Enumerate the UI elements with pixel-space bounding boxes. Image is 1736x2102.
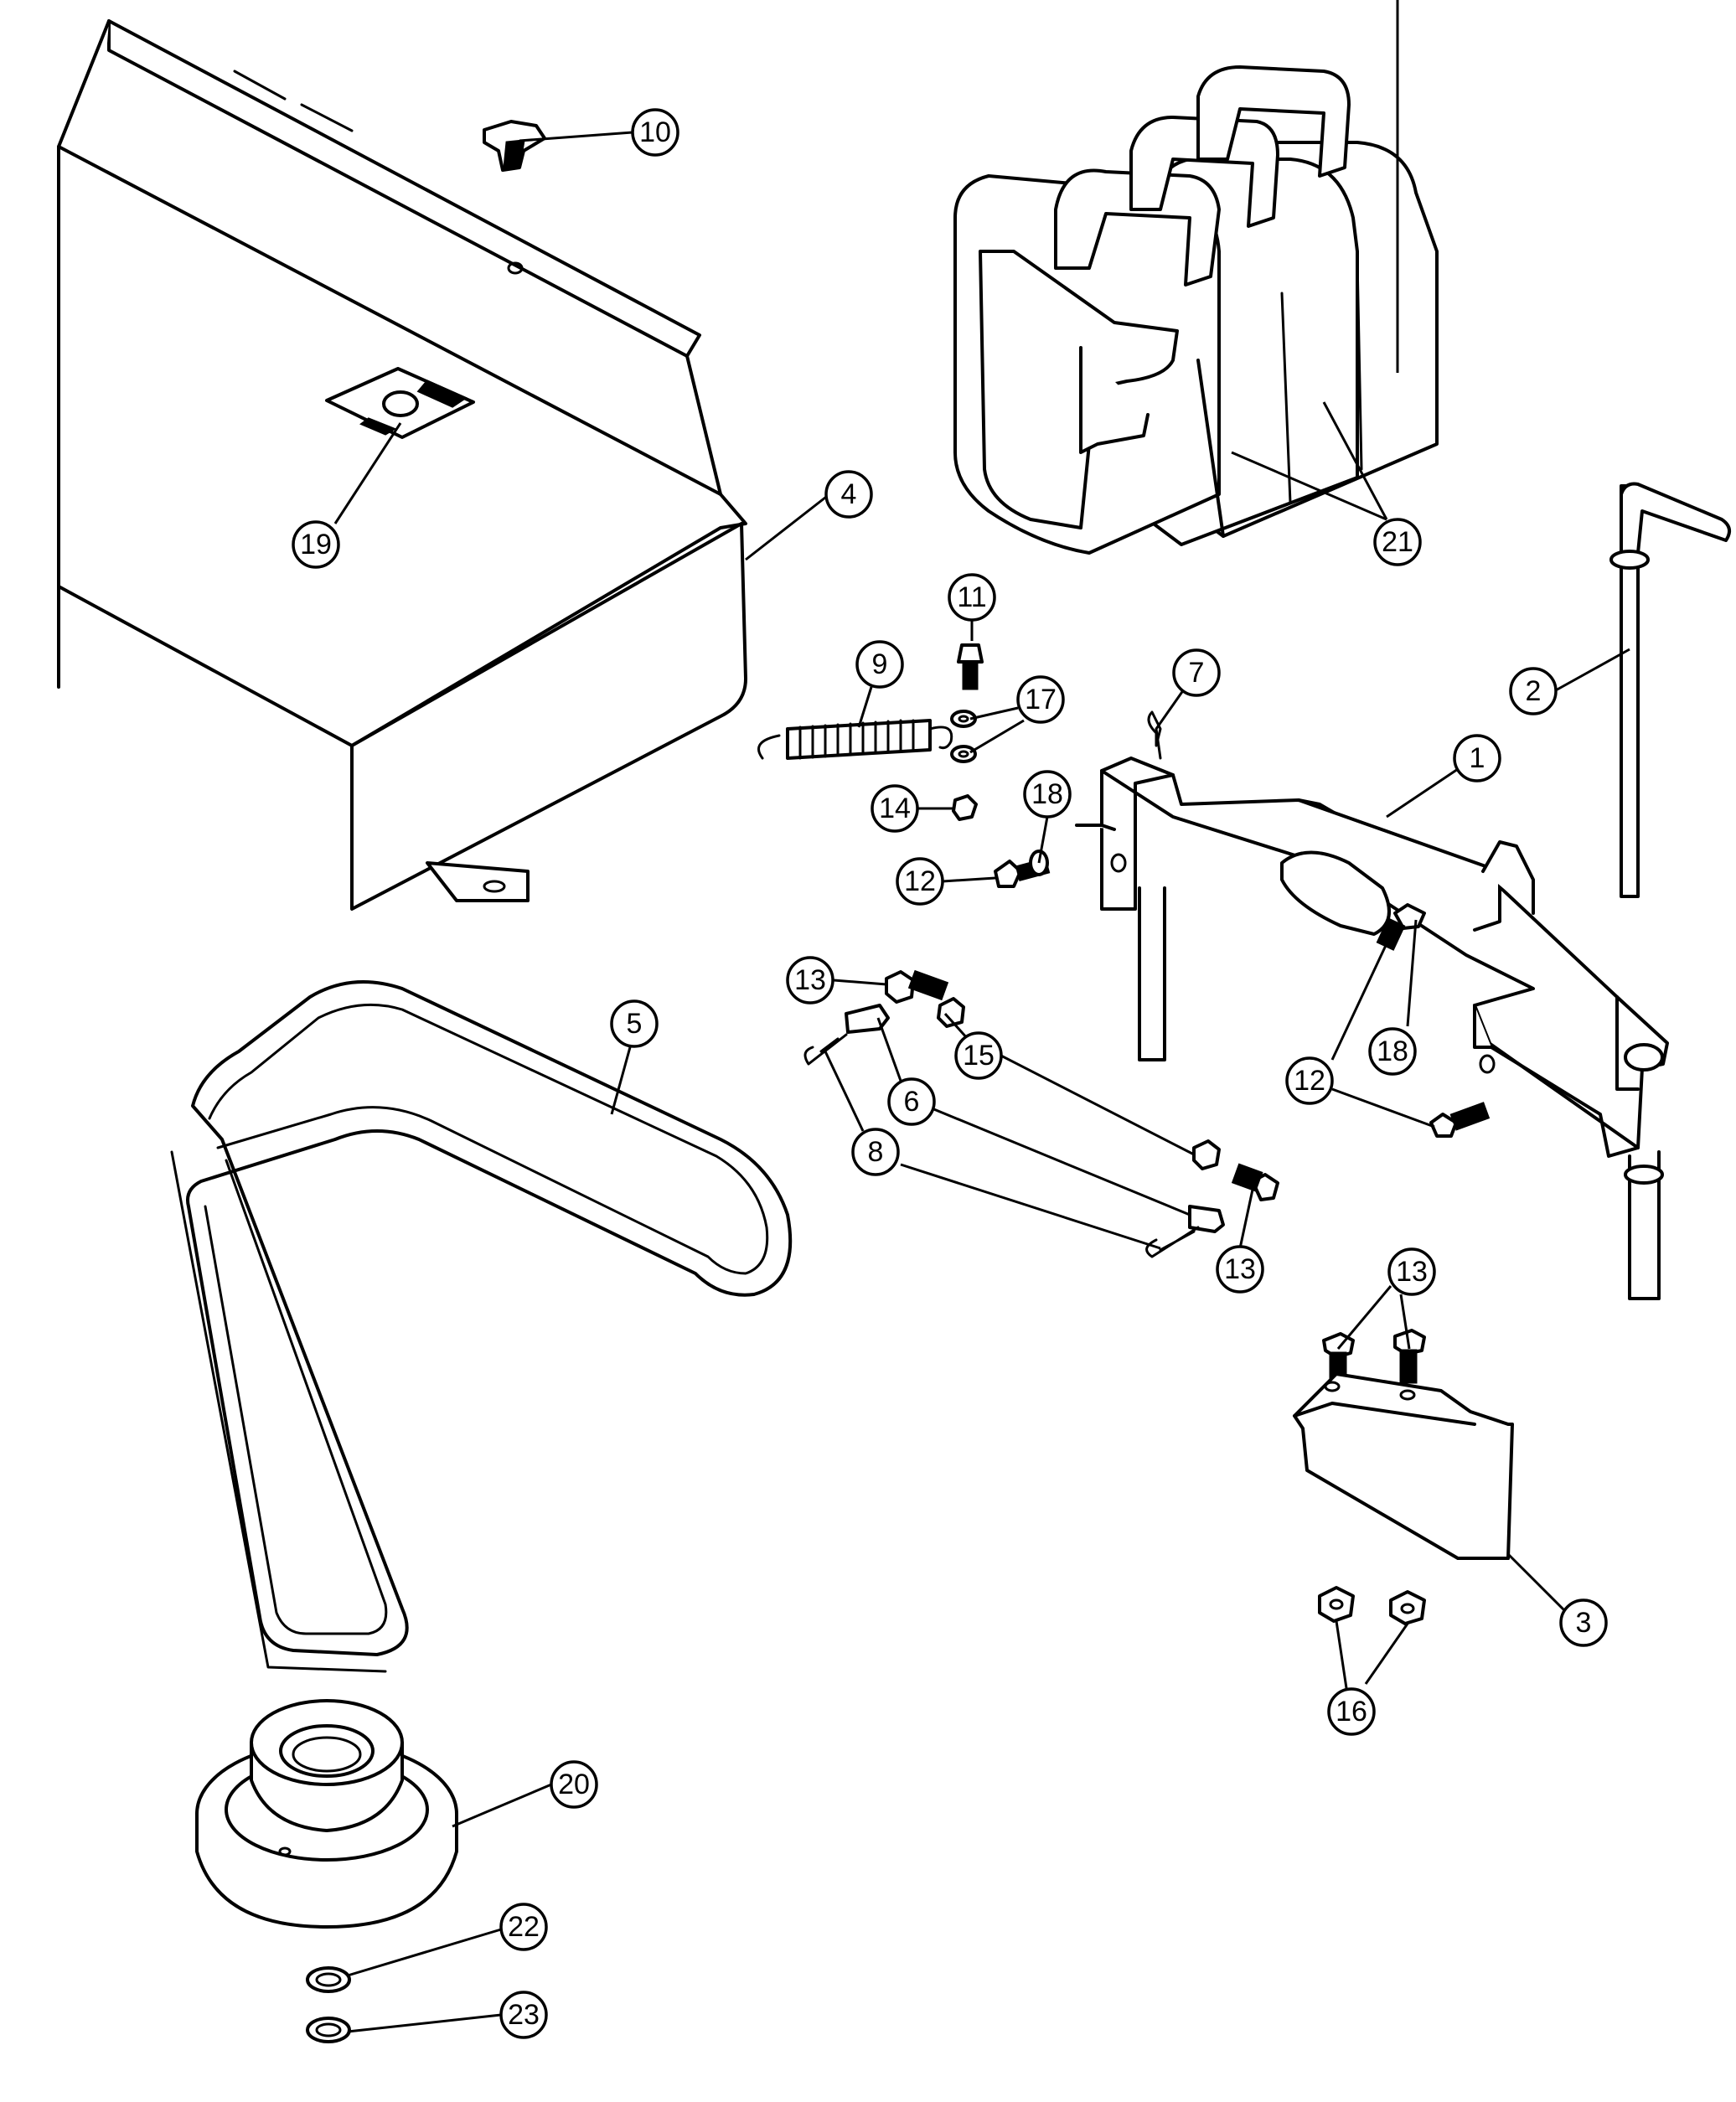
belt-guard-housing — [57, 19, 747, 911]
suitcase-weights — [953, 65, 1439, 555]
callouts: 10 19 4 21 2 11 9 17 7 1 14 18 12 13 5 1… — [292, 108, 1608, 2039]
washer-22 — [306, 1966, 351, 1993]
callout-14: 14 — [871, 784, 919, 833]
callout-label: 12 — [904, 865, 936, 897]
callout-label: 13 — [1396, 1256, 1428, 1288]
callout-19: 19 — [292, 520, 340, 569]
callout-label: 13 — [1224, 1253, 1256, 1285]
callout-label: 19 — [300, 529, 332, 560]
callout-label: 22 — [508, 1911, 540, 1943]
nut-15b — [1192, 1139, 1221, 1170]
callout-20: 20 — [550, 1760, 598, 1809]
callout-13-right: 13 — [1387, 1247, 1436, 1296]
bolt-13a — [885, 969, 949, 1004]
spring — [757, 719, 953, 760]
callout-label: 2 — [1526, 675, 1542, 707]
callout-22: 22 — [499, 1903, 548, 1951]
lift-rod — [1609, 482, 1731, 898]
bolt-13b — [1231, 1163, 1279, 1201]
callout-label: 1 — [1470, 742, 1485, 774]
callout-18-lower: 18 — [1368, 1027, 1417, 1076]
pulley — [195, 1699, 458, 1929]
callout-label: 12 — [1294, 1065, 1325, 1097]
warning-decal — [325, 367, 475, 439]
wing-knob — [483, 120, 546, 172]
callout-16: 16 — [1327, 1687, 1376, 1736]
callout-17: 17 — [1016, 675, 1065, 724]
callout-label: 9 — [872, 648, 888, 680]
washers-17 — [950, 710, 977, 763]
bolt-11 — [957, 643, 984, 690]
cotter-pin-7 — [1147, 710, 1162, 760]
callout-label: 6 — [904, 1086, 920, 1118]
callout-15: 15 — [954, 1031, 1003, 1080]
callout-9: 9 — [855, 640, 904, 689]
callout-12-upper: 12 — [896, 857, 944, 906]
bolt-12c — [1429, 1102, 1491, 1138]
nut-14 — [952, 794, 978, 821]
nut-15a — [937, 997, 965, 1028]
callout-6: 6 — [887, 1077, 936, 1126]
nuts-16 — [1318, 1586, 1426, 1625]
callout-12-lower: 12 — [1285, 1056, 1334, 1105]
callout-21: 21 — [1373, 518, 1422, 566]
bolt-12a — [994, 850, 1051, 888]
v-belt — [170, 980, 793, 1673]
callout-4: 4 — [824, 470, 873, 519]
callout-label: 7 — [1189, 657, 1205, 689]
callout-label: 21 — [1382, 526, 1413, 558]
callout-13-left: 13 — [786, 956, 834, 1005]
callout-label: 18 — [1031, 778, 1063, 810]
callout-3: 3 — [1559, 1598, 1608, 1647]
callout-13-center: 13 — [1216, 1245, 1264, 1294]
pin-6a — [845, 1004, 890, 1034]
callout-label: 18 — [1377, 1036, 1408, 1067]
washer-23 — [306, 2017, 351, 2043]
callout-label: 10 — [639, 116, 671, 148]
callout-label: 13 — [794, 964, 826, 996]
callout-8: 8 — [851, 1128, 900, 1176]
callout-11: 11 — [948, 573, 996, 622]
callout-23: 23 — [499, 1991, 548, 2039]
callout-10: 10 — [631, 108, 679, 157]
callout-7: 7 — [1172, 648, 1221, 697]
callout-2: 2 — [1509, 667, 1558, 715]
callout-label: 4 — [841, 478, 857, 510]
callout-label: 5 — [627, 1008, 643, 1040]
callout-label: 17 — [1025, 684, 1057, 715]
callout-1: 1 — [1453, 734, 1501, 782]
pin-6b — [1188, 1205, 1225, 1233]
callout-label: 14 — [879, 793, 911, 824]
leader-lines — [333, 0, 1630, 2033]
callout-label: 15 — [963, 1040, 995, 1072]
callout-label: 23 — [508, 1999, 540, 2031]
callout-label: 3 — [1576, 1607, 1592, 1639]
mounting-plate — [1293, 1372, 1514, 1560]
callout-label: 16 — [1336, 1696, 1367, 1728]
clip-8b — [1145, 1226, 1200, 1258]
callout-18-upper: 18 — [1023, 770, 1072, 819]
callout-label: 8 — [868, 1136, 884, 1168]
callout-5: 5 — [610, 999, 659, 1048]
callout-label: 20 — [558, 1769, 590, 1800]
main-bracket — [1075, 757, 1669, 1300]
callout-label: 11 — [957, 581, 986, 613]
clip-8a — [803, 1033, 848, 1066]
